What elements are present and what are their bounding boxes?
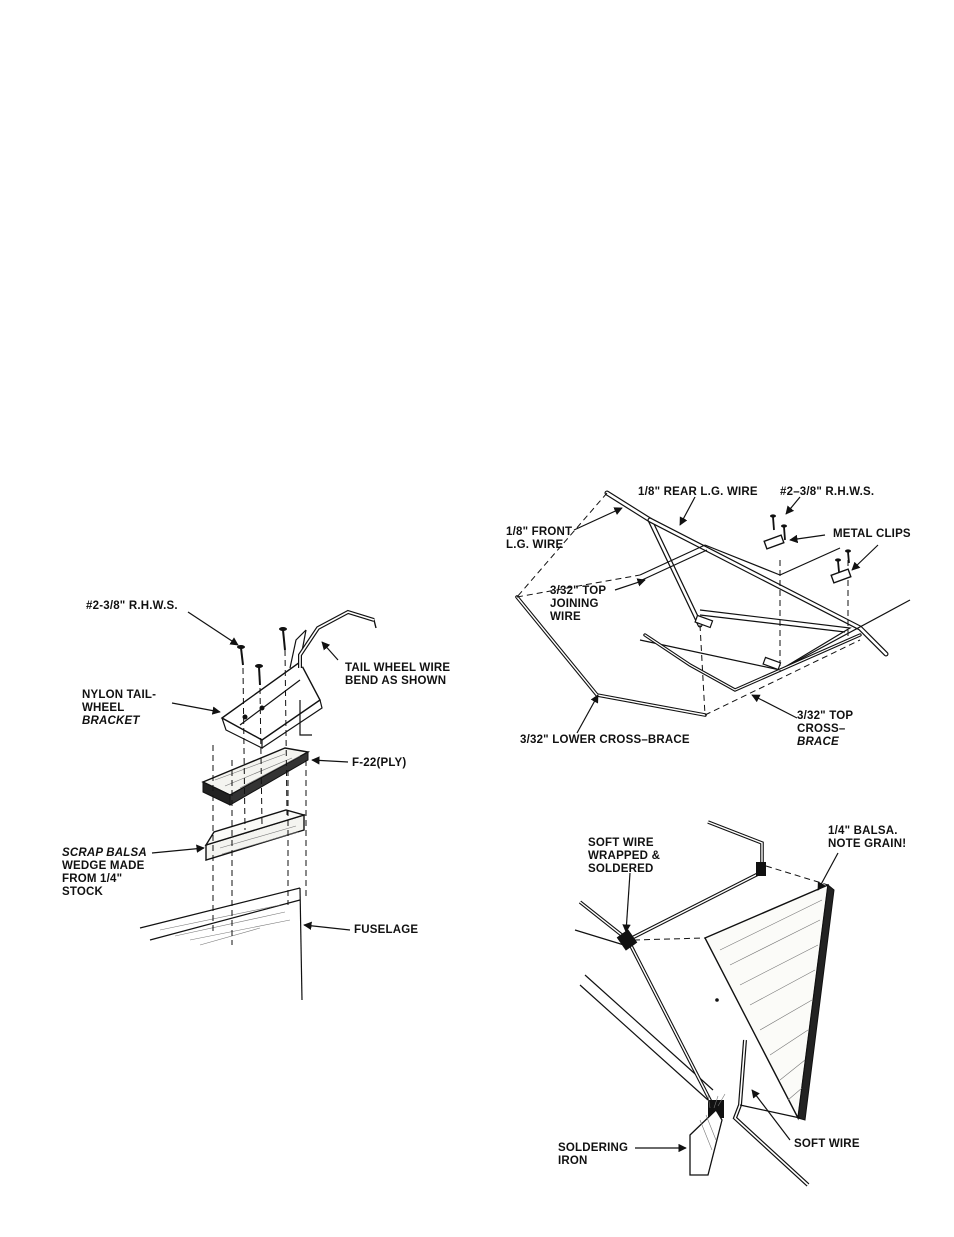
sol-softwire-label: SOFT WIRE	[794, 1138, 860, 1150]
tw-wedge-label-2: WEDGE MADE	[62, 860, 145, 872]
sol-iron-label-1: SOLDERING	[558, 1142, 628, 1154]
sol-softwire-arrow	[751, 1089, 791, 1141]
lg-screws-drawing	[770, 514, 851, 573]
lg-topcross-arrow	[751, 694, 798, 719]
tw-screw-arrow	[187, 611, 239, 646]
lg-clips-arrow-2	[851, 544, 879, 571]
tw-wire-label-2: BEND AS SHOWN	[345, 675, 446, 687]
rear-lg-wire-drawing	[639, 544, 911, 671]
tw-bracket-label-1: NYLON TAIL-	[82, 689, 156, 701]
sol-balsa-label-2: NOTE GRAIN!	[828, 838, 906, 850]
lg-rear-label: 1/8" REAR L.G. WIRE	[638, 486, 758, 498]
balsa-wedge-drawing	[204, 809, 307, 861]
tw-bracket-label-3: BRACKET	[82, 715, 140, 727]
tw-wedge-label-1: SCRAP BALSA	[62, 847, 147, 859]
lg-topcross-label-3: BRACE	[797, 736, 839, 748]
lg-front-arrow	[573, 507, 623, 531]
sol-wrapped-label-3: SOLDERED	[588, 863, 654, 875]
lg-screw-label: #2–3/8" R.H.W.S.	[780, 486, 874, 498]
soldering-iron-drawing	[689, 1093, 726, 1176]
sol-balsa-label-1: 1/4" BALSA.	[828, 825, 898, 837]
lg-lower-label: 3/32" LOWER CROSS–BRACE	[520, 734, 690, 746]
metal-clips-drawing	[694, 534, 852, 671]
tw-bracket-label-2: WHEEL	[82, 702, 125, 714]
balsa-sheet-drawing	[704, 883, 835, 1121]
soldering-diagram: SOFT WIRE WRAPPED & SOLDERED 1/4" BALSA.…	[558, 820, 906, 1187]
tw-wire-arrow	[321, 641, 339, 661]
top-cross-brace-drawing	[643, 633, 862, 692]
lg-rear-arrow	[679, 496, 696, 526]
tw-wedge-label-3: FROM 1/4"	[62, 873, 122, 885]
lg-joining-arrow	[614, 578, 646, 591]
sol-wrapped-label-1: SOFT WIRE	[588, 837, 654, 849]
nylon-bracket-drawing	[220, 629, 323, 749]
tw-wedge-label-4: STOCK	[62, 886, 104, 898]
lg-joining-label-3: WIRE	[550, 611, 581, 623]
lg-front-label-2: L.G. WIRE	[506, 539, 564, 551]
tw-screw-label: #2-3/8" R.H.W.S.	[86, 600, 178, 612]
tailwheel-diagram: #2-3/8" R.H.W.S. TAIL WHEEL WIRE BEND AS…	[62, 600, 450, 1001]
tw-wedge-arrow	[151, 844, 205, 854]
tailwheel-dashed-guides	[212, 649, 307, 945]
solder-dash-2	[765, 865, 829, 886]
lg-clips-label: METAL CLIPS	[833, 528, 911, 540]
wrapped-joint-1	[616, 929, 638, 951]
lg-topcross-label-2: CROSS–	[797, 723, 846, 735]
soft-wire-drawing	[732, 1039, 810, 1187]
lg-joining-label-2: JOINING	[550, 598, 599, 610]
wrapped-joint-2	[756, 862, 766, 876]
lg-screw-arrow	[785, 496, 801, 515]
lg-joining-label-1: 3/32" TOP	[550, 585, 606, 597]
ply-f22-drawing	[201, 747, 311, 806]
sol-iron-label-2: IRON	[558, 1155, 588, 1167]
lg-lower-arrow	[576, 694, 599, 734]
lg-front-label-1: 1/8" FRONT	[506, 526, 572, 538]
front-lg-wire-drawing	[604, 490, 889, 657]
tw-ply-arrow	[311, 756, 349, 765]
sol-wrapped-label-2: WRAPPED &	[588, 850, 660, 862]
tw-wire-label-1: TAIL WHEEL WIRE	[345, 662, 450, 674]
tw-fuselage-arrow	[303, 921, 351, 931]
tw-fuselage-label: FUSELAGE	[354, 924, 418, 936]
tw-bracket-arrow	[171, 702, 221, 715]
fuselage-drawing	[139, 887, 303, 1001]
tailwheel-screws-drawing	[237, 627, 287, 686]
solder-dash-1	[633, 937, 706, 941]
lg-clips-arrow-1	[789, 534, 826, 544]
sol-wrapped-arrow	[622, 872, 631, 933]
landing-gear-diagram: 1/8" REAR L.G. WIRE #2–3/8" R.H.W.S. 1/8…	[506, 486, 911, 748]
sol-balsa-arrow	[817, 852, 839, 891]
tw-ply-label: F-22(PLY)	[352, 757, 406, 769]
lg-topcross-label-1: 3/32" TOP	[797, 710, 853, 722]
